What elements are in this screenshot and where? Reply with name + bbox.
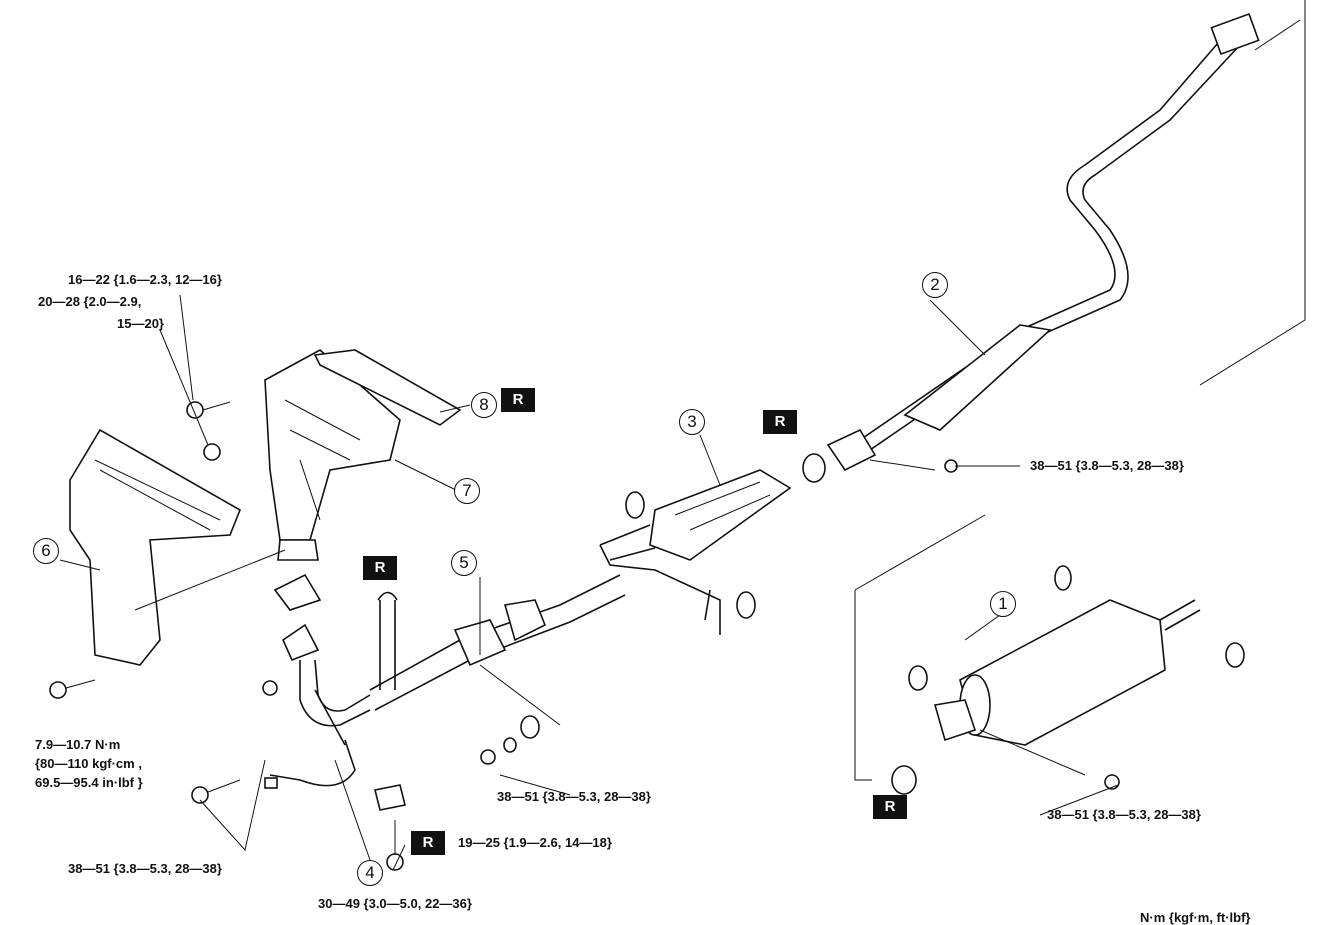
replace-mark: R <box>411 831 445 855</box>
callout-7: 7 <box>454 478 480 504</box>
torque-label: {80—110 kgf·cm , <box>35 756 142 771</box>
callout-6: 6 <box>33 538 59 564</box>
callout-8: 8 <box>471 392 497 418</box>
leader-lines <box>59 294 1119 871</box>
front-pipe-part <box>369 574 626 711</box>
main-silencer-part <box>854 514 1245 795</box>
torque-label: 7.9—10.7 N·m <box>35 737 121 752</box>
torque-label: 20—28 {2.0—2.9, <box>38 294 142 309</box>
callout-2: 2 <box>922 272 948 298</box>
callout-3: 3 <box>679 409 705 435</box>
exhaust-manifold-part <box>264 349 462 561</box>
fasteners <box>49 401 1120 804</box>
catalytic-converter-part <box>599 469 792 635</box>
torque-label: 38—51 {3.8—5.3, 28—38} <box>497 789 651 804</box>
middle-pipe-part <box>859 0 1306 451</box>
torque-label: 30—49 {3.0—5.0, 22—36} <box>318 896 472 911</box>
replace-mark: R <box>501 388 535 412</box>
heat-insulator-part <box>69 428 242 666</box>
torque-label: 19—25 {1.9—2.6, 14—18} <box>458 835 612 850</box>
callout-4: 4 <box>357 860 383 886</box>
torque-label: 38—51 {3.8—5.3, 28—38} <box>68 861 222 876</box>
replace-mark: R <box>763 410 797 434</box>
torque-label: 69.5—95.4 in·lbf } <box>35 775 143 790</box>
front-pipe-lower-part <box>264 573 406 871</box>
torque-label: 16—22 {1.6—2.3, 12—16} <box>68 272 222 287</box>
replace-mark: R <box>873 795 907 819</box>
torque-label: 38—51 {3.8—5.3, 28—38} <box>1047 807 1201 822</box>
catalytic-flange-part <box>802 428 877 483</box>
callout-1: 1 <box>990 591 1016 617</box>
replace-mark: R <box>363 556 397 580</box>
callout-5: 5 <box>451 550 477 576</box>
torque-label: 38—51 {3.8—5.3, 28—38} <box>1030 458 1184 473</box>
units-legend: N·m {kgf·m, ft·lbf} <box>1140 910 1251 925</box>
torque-label: 15—20} <box>117 316 164 331</box>
